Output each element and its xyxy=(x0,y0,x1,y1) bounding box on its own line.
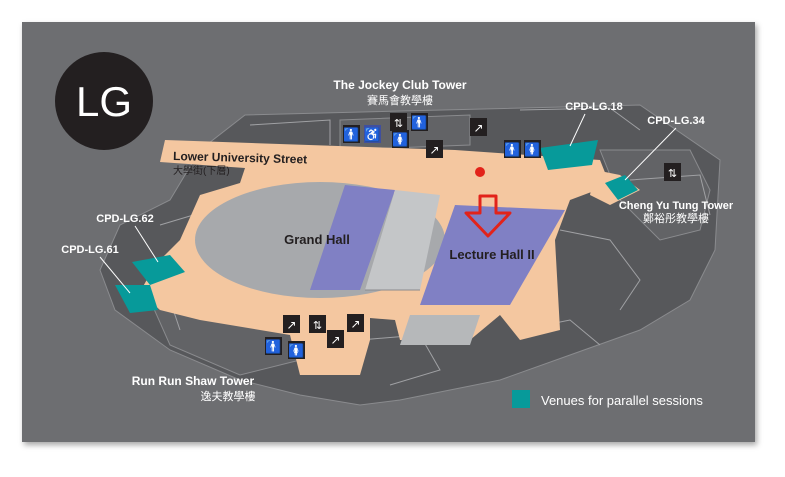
escalator-icon xyxy=(426,140,443,158)
floor-badge-label: LG xyxy=(76,78,132,125)
building-outlines xyxy=(119,107,711,386)
street-label-zh: 大學街(下層) xyxy=(173,164,230,177)
lecture-hall-ii-room xyxy=(420,205,565,305)
run-run-shaw-tower-label-zh: 逸夫教學樓 xyxy=(201,389,256,403)
venue-cpd-lg-61-room xyxy=(115,285,158,313)
toilet-icon xyxy=(411,113,428,131)
lecture-hall-ii-label: Lecture Hall II xyxy=(449,247,534,262)
svg-text:🚹: 🚹 xyxy=(343,127,359,142)
cheng-yu-tung-tower-label-zh: 鄭裕彤教學樓 xyxy=(643,211,709,225)
floor-badge xyxy=(55,52,153,150)
toilet-icon xyxy=(504,140,521,158)
venue-cpd-lg-61-label: CPD-LG.61 xyxy=(61,244,118,256)
svg-text:↗: ↗ xyxy=(429,143,439,157)
escalator-icon xyxy=(347,314,364,332)
legend-label: Venues for parallel sessions xyxy=(541,393,703,408)
venue-cpd-lg-62-label: CPD-LG.62 xyxy=(96,213,153,225)
venue-cpd-lg-34-label: CPD-LG.34 xyxy=(647,115,705,127)
accessible-icon xyxy=(364,125,381,143)
svg-text:🚹: 🚹 xyxy=(504,142,520,157)
street-label: Lower University Street xyxy=(173,149,307,167)
venue-cpd-lg-18-room xyxy=(540,140,598,170)
svg-text:⇅: ⇅ xyxy=(668,168,677,180)
escalator-icon xyxy=(283,315,300,333)
venue-cpd-lg-62-room xyxy=(132,255,185,285)
svg-text:↗: ↗ xyxy=(330,333,340,347)
svg-text:↗: ↗ xyxy=(350,317,360,331)
toilet-icon xyxy=(524,140,541,158)
cheng-yu-tung-tower-label: Cheng Yu Tung Tower xyxy=(619,200,734,212)
toilet-icon xyxy=(392,130,409,148)
legend: Venues for parallel sessions xyxy=(512,390,703,408)
svg-text:🚺: 🚺 xyxy=(392,132,408,147)
location-marker xyxy=(475,167,485,177)
jockey-club-tower-label: The Jockey Club Tower xyxy=(333,78,466,92)
lift-icon xyxy=(309,315,326,333)
toilet-icon xyxy=(265,337,282,355)
grand-hall-stage xyxy=(310,185,395,290)
svg-text:🚹: 🚹 xyxy=(411,115,427,130)
svg-text:↗: ↗ xyxy=(286,318,296,332)
jockey-club-tower-label-zh: 賽馬會教學樓 xyxy=(367,93,433,107)
venue-cpd-lg-18-label: CPD-LG.18 xyxy=(565,101,622,113)
svg-text:⇅: ⇅ xyxy=(394,118,403,130)
parallel-session-venues xyxy=(115,140,638,313)
facility-icons: 🚹 ♿ ⇅ 🚹 🚺 ↗ ↗ 🚹 🚺 ⇅ ↗ ⇅ ↗ ↗ 🚹 🚺 xyxy=(265,113,681,359)
escalator-icon xyxy=(327,330,344,348)
toilet-icon xyxy=(343,125,360,143)
svg-text:↗: ↗ xyxy=(473,121,483,135)
grand-hall-area xyxy=(195,182,445,298)
grand-hall-seating xyxy=(365,190,440,290)
arrow-down-icon xyxy=(464,194,512,238)
toilet-icon xyxy=(288,341,305,359)
svg-text:🚹: 🚹 xyxy=(265,339,281,354)
svg-text:🚺: 🚺 xyxy=(524,142,540,157)
stair-block xyxy=(400,315,480,345)
lift-icon xyxy=(664,163,681,181)
venue-cpd-lg-34-room xyxy=(605,175,638,200)
svg-text:⇅: ⇅ xyxy=(313,320,322,332)
svg-text:🚺: 🚺 xyxy=(288,343,304,358)
lift-icon xyxy=(390,113,407,131)
escalator-icon xyxy=(470,118,487,136)
legend-swatch xyxy=(512,390,530,408)
grand-hall-label: Grand Hall xyxy=(284,232,350,247)
run-run-shaw-tower-label: Run Run Shaw Tower xyxy=(132,374,255,388)
svg-text:♿: ♿ xyxy=(364,127,380,142)
